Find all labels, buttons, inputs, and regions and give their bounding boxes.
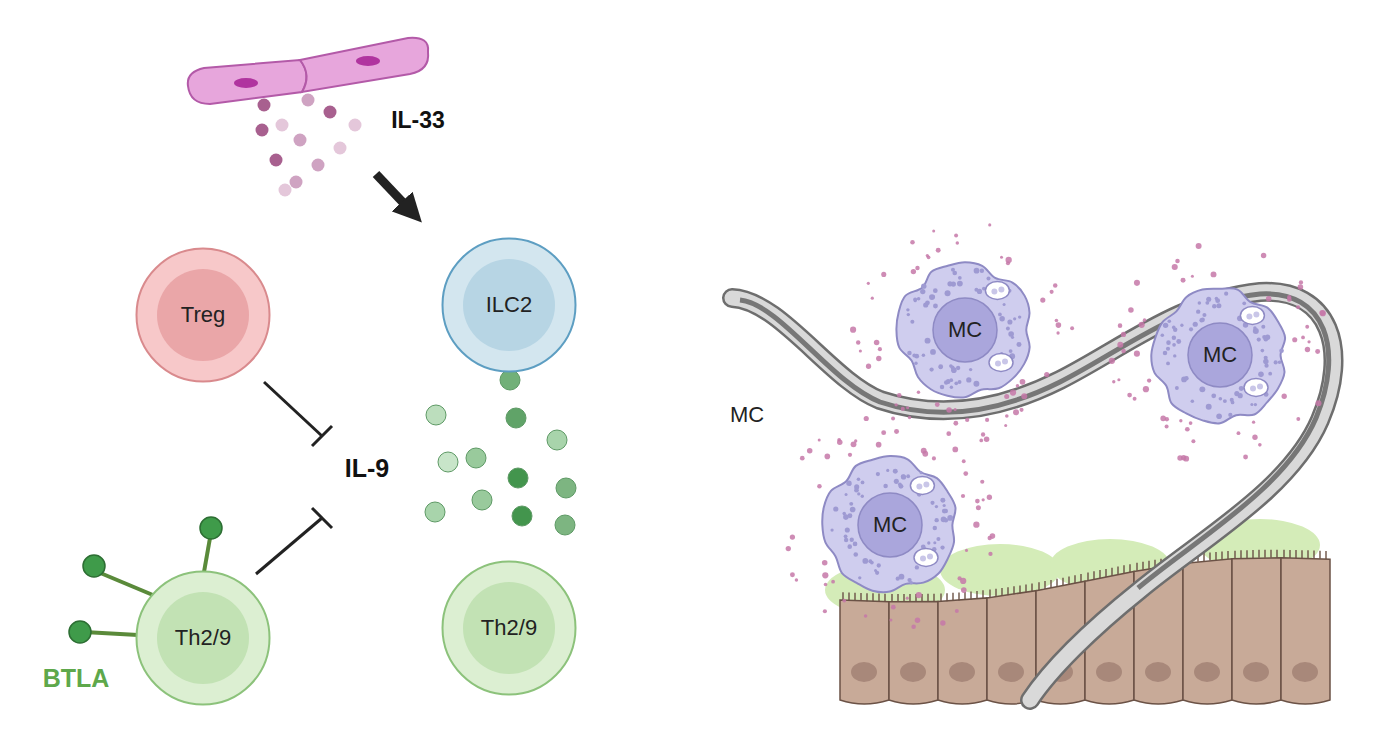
mast-cell: MC [1148,283,1292,427]
receptor-label: BTLA [43,664,110,693]
ilc2-cell: ILC2 [441,237,577,373]
cell-label: ILC2 [486,292,532,318]
cell-label: Th2/9 [175,625,231,651]
il9-particles [425,370,576,535]
cell-type-label: MC [730,402,764,428]
th29-cell: Th2/9 [441,560,577,696]
inhibition-lines [256,382,332,574]
th29-cell: Th2/9 [135,570,271,706]
mast-cell: MC [818,453,962,597]
mast-cell-mediators [786,223,1326,629]
cytokine-label: IL-9 [345,454,389,483]
cell-label: Th2/9 [481,615,537,641]
cell-label: MC [948,317,982,343]
mast-cell: MC [893,258,1037,402]
stimulation-arrow [376,174,412,212]
cell-label: MC [1203,342,1237,368]
treg-cell: Treg [135,247,271,383]
cell-label: Treg [181,302,225,328]
il33-particles [256,94,362,197]
helminth-worm [732,292,1334,700]
cytokine-label: IL-33 [391,107,445,134]
cell-label: MC [873,512,907,538]
